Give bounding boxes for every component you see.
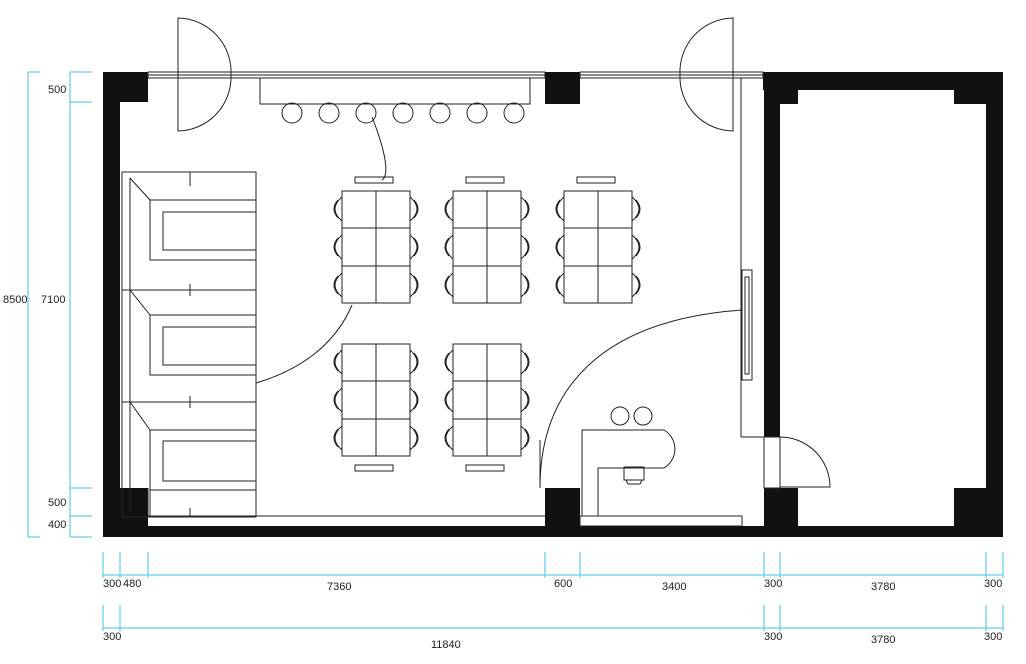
dim-b2-1: 11840 xyxy=(431,639,461,651)
dim-b1-5: 300 xyxy=(764,578,782,590)
dim-b1-7: 300 xyxy=(984,578,1002,590)
wall-top-right-room xyxy=(763,72,1003,90)
windows xyxy=(147,71,764,79)
bar-counter xyxy=(259,77,531,124)
dimensions-bottom-row2: 300 11840 300 3780 300 xyxy=(102,605,1004,651)
dim-b1-0: 300 xyxy=(103,578,121,590)
right-room-corner-bl xyxy=(780,488,798,526)
dim-b2-0: 300 xyxy=(103,631,121,643)
wall-left xyxy=(103,72,120,537)
dim-b2-3: 3780 xyxy=(871,634,895,646)
dim-b1-4: 3400 xyxy=(662,581,686,593)
wall-right xyxy=(986,72,1003,537)
walls xyxy=(103,72,1003,537)
wall-partition xyxy=(764,72,780,437)
dim-left-bottom1: 500 xyxy=(48,497,66,509)
booth-seating xyxy=(121,171,257,518)
dim-b2-4: 300 xyxy=(984,631,1002,643)
left-corner-bottom xyxy=(120,488,148,526)
curve-line xyxy=(371,116,387,181)
partition-lines xyxy=(740,78,764,438)
door-top-right xyxy=(679,17,734,132)
dim-b2-2: 300 xyxy=(764,631,782,643)
dim-left-mid: 7100 xyxy=(41,294,65,306)
right-room-corner-br xyxy=(954,488,986,526)
dim-b1-3: 600 xyxy=(554,578,572,590)
right-room-corner-tr xyxy=(954,90,986,104)
dim-b1-6: 3780 xyxy=(871,581,895,593)
right-room-corner-tl xyxy=(780,90,798,104)
dim-left-outer: 8500 xyxy=(3,294,27,306)
counter-top xyxy=(259,77,531,105)
door-right-room xyxy=(763,436,831,489)
dimensions-bottom-row1: 300 480 7360 600 3400 300 3780 300 xyxy=(102,552,1004,593)
reception-arc xyxy=(539,309,743,489)
dimensions-left: 8500 500 7100 500 400 xyxy=(3,71,92,538)
column-top xyxy=(545,72,580,104)
reception-desk xyxy=(579,406,743,527)
door-top-left xyxy=(177,17,232,132)
dim-b1-1: 480 xyxy=(123,578,141,590)
arc-line xyxy=(255,304,353,384)
wall-partition-lower xyxy=(764,488,780,537)
dim-left-top: 500 xyxy=(48,84,66,96)
wall-top-left-corner xyxy=(103,72,148,102)
dim-b1-2: 7360 xyxy=(327,581,351,593)
column-bottom xyxy=(545,488,580,537)
tables xyxy=(333,176,641,472)
dim-left-bottom2: 400 xyxy=(48,519,66,531)
